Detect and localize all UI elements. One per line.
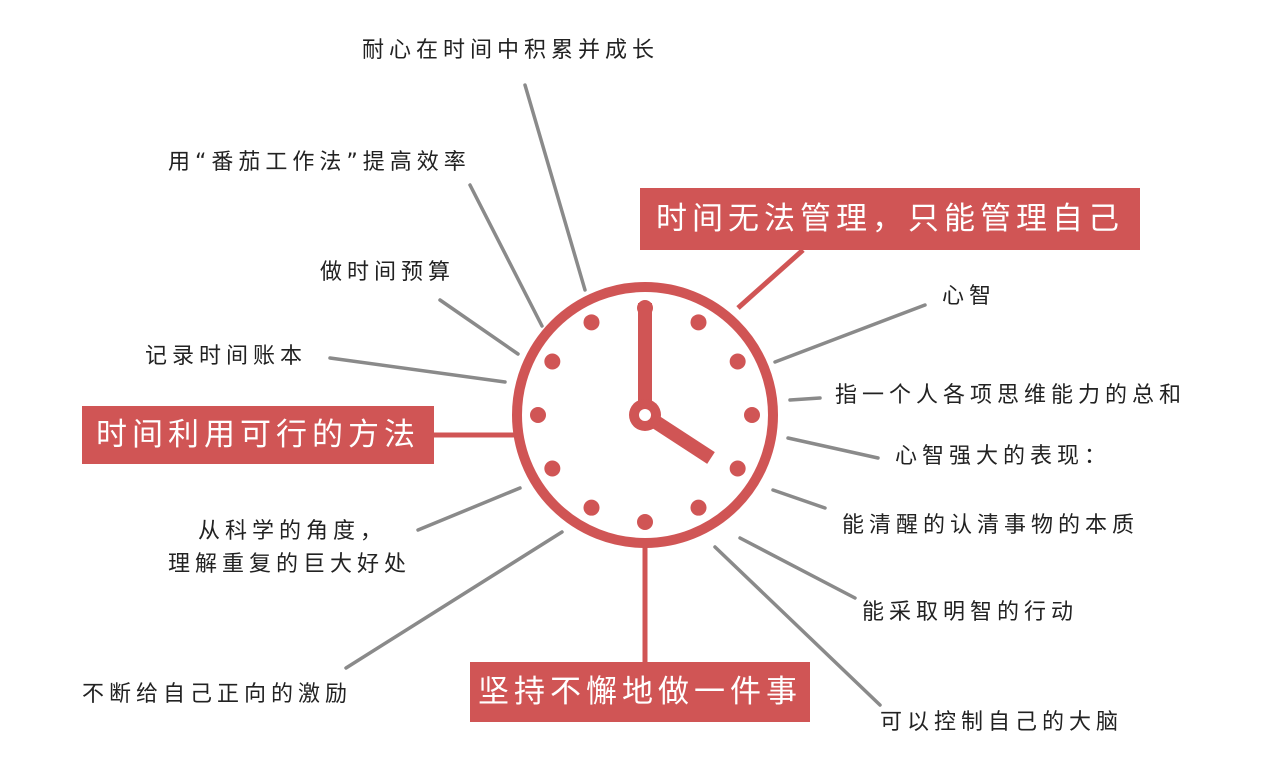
control-brain-label: 可以控制自己的大脑 xyxy=(880,710,1124,735)
connector-line xyxy=(771,488,827,510)
connector-line xyxy=(773,303,927,364)
pomodoro-label: 用“番茄工作法”提高效率 xyxy=(168,150,471,175)
connector-line xyxy=(523,83,587,292)
science-label-line2: 理解重复的巨大好处 xyxy=(168,552,412,577)
connector-line xyxy=(438,298,520,356)
mind-definition-label: 指一个人各项思维能力的总和 xyxy=(835,383,1187,408)
motivation-label: 不断给自己正向的激励 xyxy=(82,682,353,707)
hour-marker xyxy=(544,353,561,370)
bottom-theme-label: 坚持不懈地做一件事 xyxy=(478,673,802,710)
hour-marker xyxy=(530,407,546,423)
see-essence-label: 能清醒的认清事物的本质 xyxy=(842,513,1140,538)
theme-connector-line xyxy=(736,248,805,310)
hour-marker xyxy=(690,314,707,331)
left-theme-label: 时间利用可行的方法 xyxy=(96,416,420,453)
mind-strength-label: 心智强大的表现： xyxy=(895,444,1112,469)
connector-lines xyxy=(328,83,927,707)
connector-line xyxy=(738,536,857,600)
top-theme-box: 时间无法管理，只能管理自己 xyxy=(640,188,1140,250)
hour-marker xyxy=(583,499,600,516)
hour-marker xyxy=(690,499,707,516)
hour-marker xyxy=(544,460,561,477)
time-ledger-label: 记录时间账本 xyxy=(145,344,308,369)
hour-marker xyxy=(729,353,746,370)
hour-marker xyxy=(637,514,653,530)
mind-label: 心智 xyxy=(942,284,997,309)
top-theme-label: 时间无法管理，只能管理自己 xyxy=(656,200,1124,237)
connector-line xyxy=(416,486,522,532)
connector-line xyxy=(328,356,507,384)
wise-action-label: 能采取明智的行动 xyxy=(862,600,1079,625)
left-theme-box: 时间利用可行的方法 xyxy=(82,406,434,464)
hour-marker xyxy=(583,314,600,331)
connector-line xyxy=(788,396,822,402)
center-pin xyxy=(639,409,651,421)
time-budget-label: 做时间预算 xyxy=(320,260,456,285)
patience-label: 耐心在时间中积累并成长 xyxy=(362,38,660,63)
connector-line xyxy=(786,436,880,460)
connector-line xyxy=(713,545,882,707)
hour-marker xyxy=(744,407,760,423)
connector-line xyxy=(344,530,564,670)
connector-line xyxy=(468,183,544,328)
science-label: 从科学的角度， 理解重复的巨大好处 xyxy=(168,515,411,581)
science-label-line1: 从科学的角度， xyxy=(198,519,388,544)
clock-icon xyxy=(512,282,778,548)
bottom-theme-box: 坚持不懈地做一件事 xyxy=(470,662,810,722)
hour-marker xyxy=(729,460,746,477)
